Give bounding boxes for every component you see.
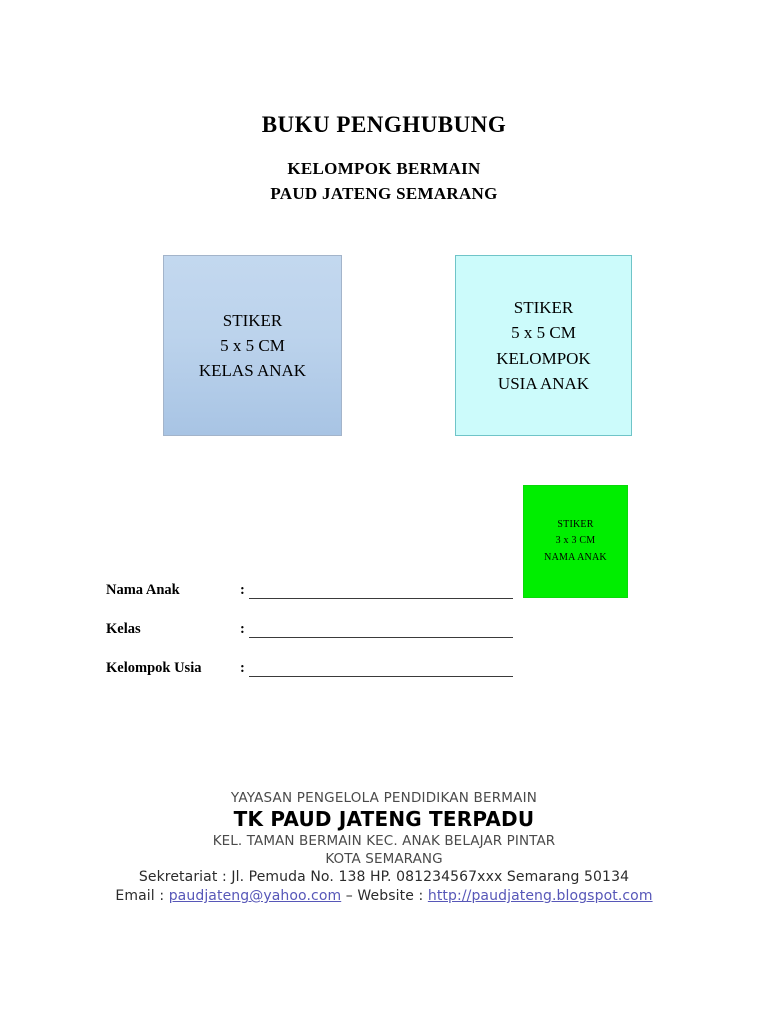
sticker-kelompok-line-1: STIKER — [513, 297, 574, 317]
footer-contact-line: Email : paudjateng@yahoo.com – Website :… — [0, 887, 768, 906]
sticker-kelas-anak: STIKER 5 x 5 CM KELAS ANAK — [163, 255, 342, 436]
sticker-kelas-line-2: 5 x 5 CM — [220, 336, 285, 355]
subtitle-group: KELOMPOK BERMAIN PAUD JATENG SEMARANG — [0, 157, 768, 206]
footer-email-label: Email : — [115, 888, 169, 904]
student-info-form: Nama Anak : Kelas : Kelompok Usia : — [106, 580, 526, 697]
form-row-kelompok-usia: Kelompok Usia : — [106, 658, 526, 697]
label-kelas: Kelas — [106, 621, 141, 637]
footer-separator: – Website : — [345, 888, 428, 904]
website-link[interactable]: http://paudjateng.blogspot.com — [427, 888, 653, 904]
input-kelas[interactable] — [249, 637, 513, 638]
colon-nama-anak: : — [240, 582, 245, 598]
subtitle-line-2: PAUD JATENG SEMARANG — [270, 183, 498, 203]
footer-address-line: KEL. TAMAN BERMAIN KEC. ANAK BELAJAR PIN… — [212, 833, 556, 849]
label-kelompok-usia: Kelompok Usia — [106, 660, 202, 676]
footer-secretariat: Sekretariat : Jl. Pemuda No. 138 HP. 081… — [138, 869, 630, 885]
sticker-kelas-line-3: KELAS ANAK — [198, 361, 307, 380]
footer-city: KOTA SEMARANG — [325, 851, 443, 867]
footer-school-name: TK PAUD JATENG TERPADU — [233, 807, 535, 831]
colon-kelompok-usia: : — [240, 660, 245, 676]
form-row-kelas: Kelas : — [106, 619, 526, 658]
sticker-nama-line-3: NAMA ANAK — [544, 551, 607, 563]
sticker-kelompok-line-2: 5 x 5 CM — [511, 323, 576, 342]
form-row-nama-anak: Nama Anak : — [106, 580, 526, 619]
sticker-kelompok-line-3: KELOMPOK — [496, 348, 591, 368]
colon-kelas: : — [240, 621, 245, 637]
sticker-kelompok-line-4: USIA ANAK — [497, 374, 590, 393]
subtitle-line-1: KELOMPOK BERMAIN — [287, 159, 481, 178]
sticker-nama-line-1: STIKER — [557, 518, 594, 530]
sticker-nama-line-2: 3 x 3 CM — [555, 535, 596, 547]
sticker-nama-anak: STIKER 3 x 3 CM NAMA ANAK — [523, 485, 628, 598]
sticker-kelompok-usia: STIKER 5 x 5 CM KELOMPOK USIA ANAK — [455, 255, 632, 436]
footer-organization: YAYASAN PENGELOLA PENDIDIKAN BERMAIN — [230, 790, 538, 806]
label-nama-anak: Nama Anak — [106, 582, 180, 598]
document-heading: BUKU PENGHUBUNG KELOMPOK BERMAIN PAUD JA… — [0, 110, 768, 206]
document-footer: YAYASAN PENGELOLA PENDIDIKAN BERMAIN TK … — [0, 789, 768, 906]
email-link[interactable]: paudjateng@yahoo.com — [168, 888, 342, 904]
page-title: BUKU PENGHUBUNG — [261, 112, 507, 137]
sticker-kelas-line-1: STIKER — [222, 311, 283, 330]
input-nama-anak[interactable] — [249, 598, 513, 599]
input-kelompok-usia[interactable] — [249, 676, 513, 677]
